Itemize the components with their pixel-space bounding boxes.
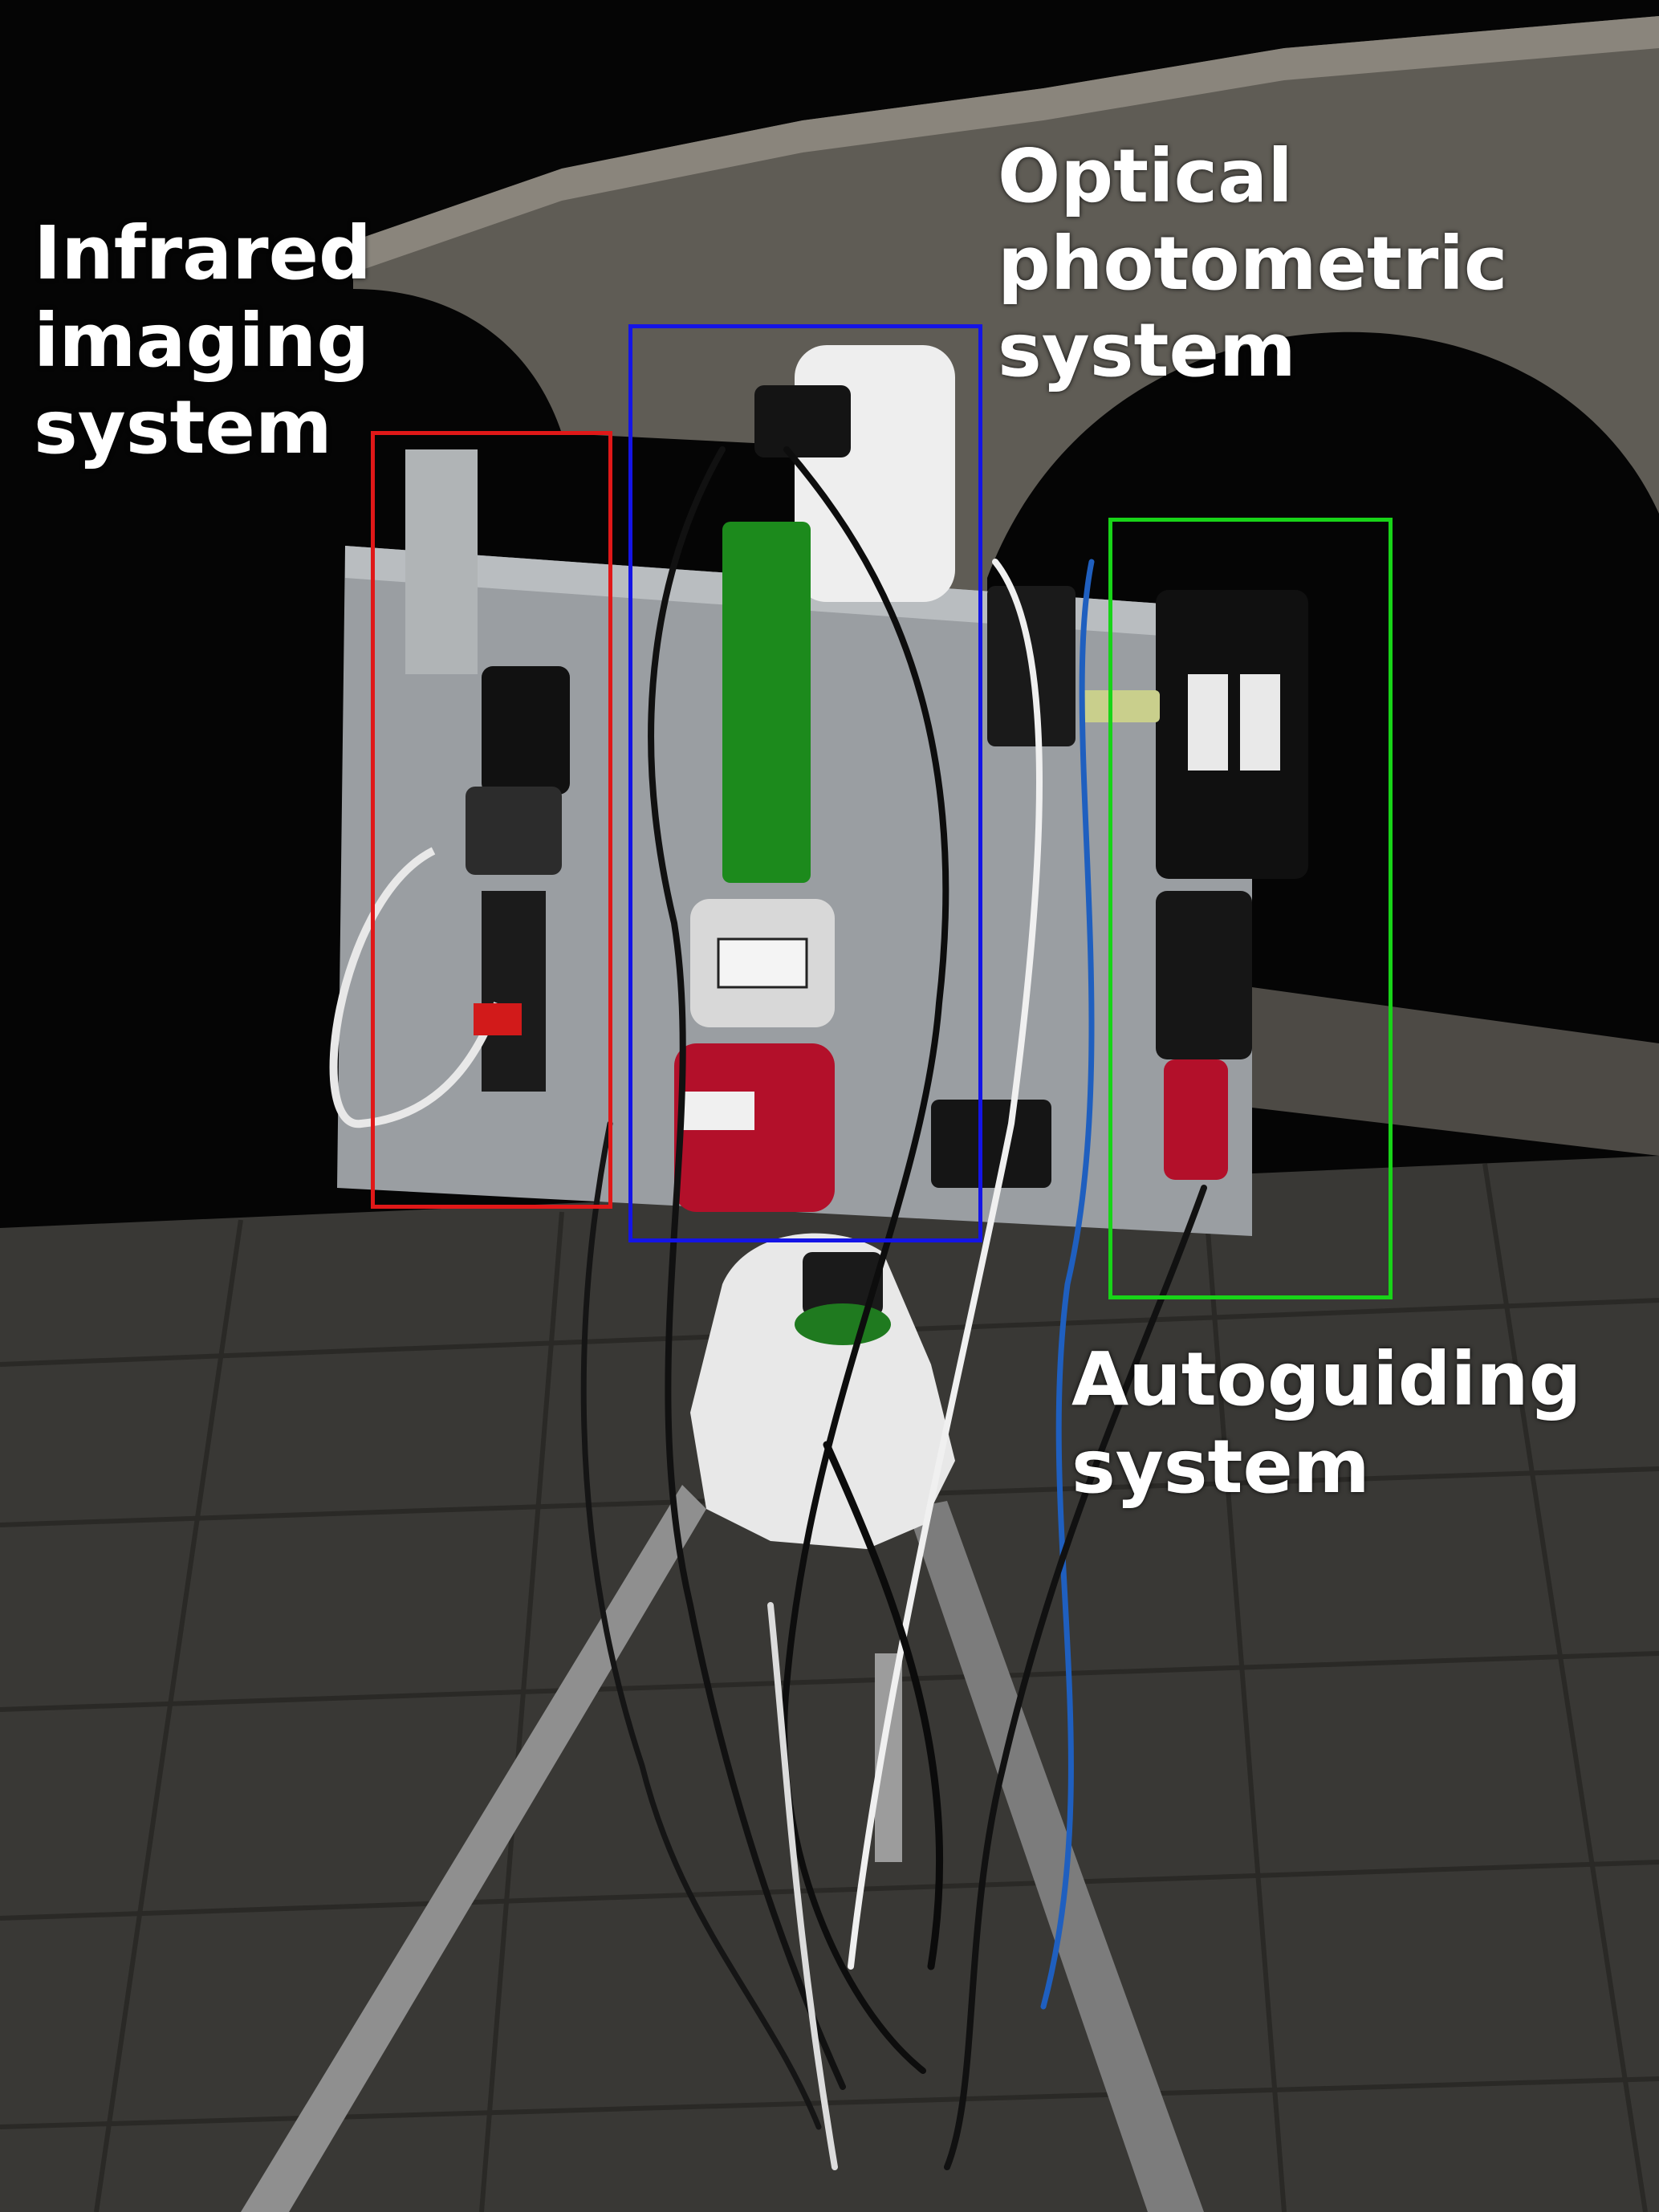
- label-line: Infrared: [34, 210, 372, 296]
- usb-hub: [931, 1100, 1051, 1188]
- optical-system-label: Optical photometric system: [998, 133, 1507, 395]
- infrared-system-label: Infrared imaging system: [34, 210, 372, 472]
- guide-scope: [1156, 891, 1252, 1059]
- raspberry-pi-case: [1156, 590, 1308, 879]
- optical-system-box: [628, 324, 982, 1242]
- ir-bracket: [405, 449, 478, 674]
- counterweight-shaft-base: [803, 1252, 883, 1316]
- green-rail: [722, 522, 811, 883]
- ir-motor: [482, 891, 546, 1092]
- velcro-pad-left: [1188, 674, 1228, 771]
- tripod: [241, 1485, 1204, 2212]
- right-low-wall: [1252, 987, 1659, 1156]
- warning-label: [717, 937, 808, 989]
- infrared-system-box: [371, 431, 612, 1209]
- label-line: Autoguiding: [1071, 1336, 1582, 1422]
- label-line: system: [1071, 1423, 1370, 1510]
- autoguiding-system-box: [1108, 518, 1393, 1299]
- velcro-pad-right: [1240, 674, 1280, 771]
- usb-stick: [1080, 690, 1160, 722]
- ir-lens: [482, 666, 570, 795]
- cable-bundle: [580, 446, 1207, 2170]
- label-line: Optical: [998, 133, 1293, 219]
- guide-camera: [1164, 1059, 1228, 1180]
- camera-sticker: [682, 1092, 754, 1130]
- label-line: system: [34, 384, 332, 471]
- mount-head: [690, 1233, 955, 1549]
- wall-top-ridge: [353, 16, 1659, 273]
- white-cable-ir: [329, 847, 502, 1128]
- label-line: photometric: [998, 220, 1508, 307]
- label-line: imaging: [34, 297, 370, 384]
- black-device-top: [754, 385, 851, 457]
- ir-camera: [466, 787, 562, 875]
- red-tape: [474, 1003, 522, 1035]
- label-line: system: [998, 307, 1296, 394]
- green-focus-ring: [795, 1303, 891, 1345]
- autoguiding-system-label: Autoguiding system: [1071, 1336, 1582, 1511]
